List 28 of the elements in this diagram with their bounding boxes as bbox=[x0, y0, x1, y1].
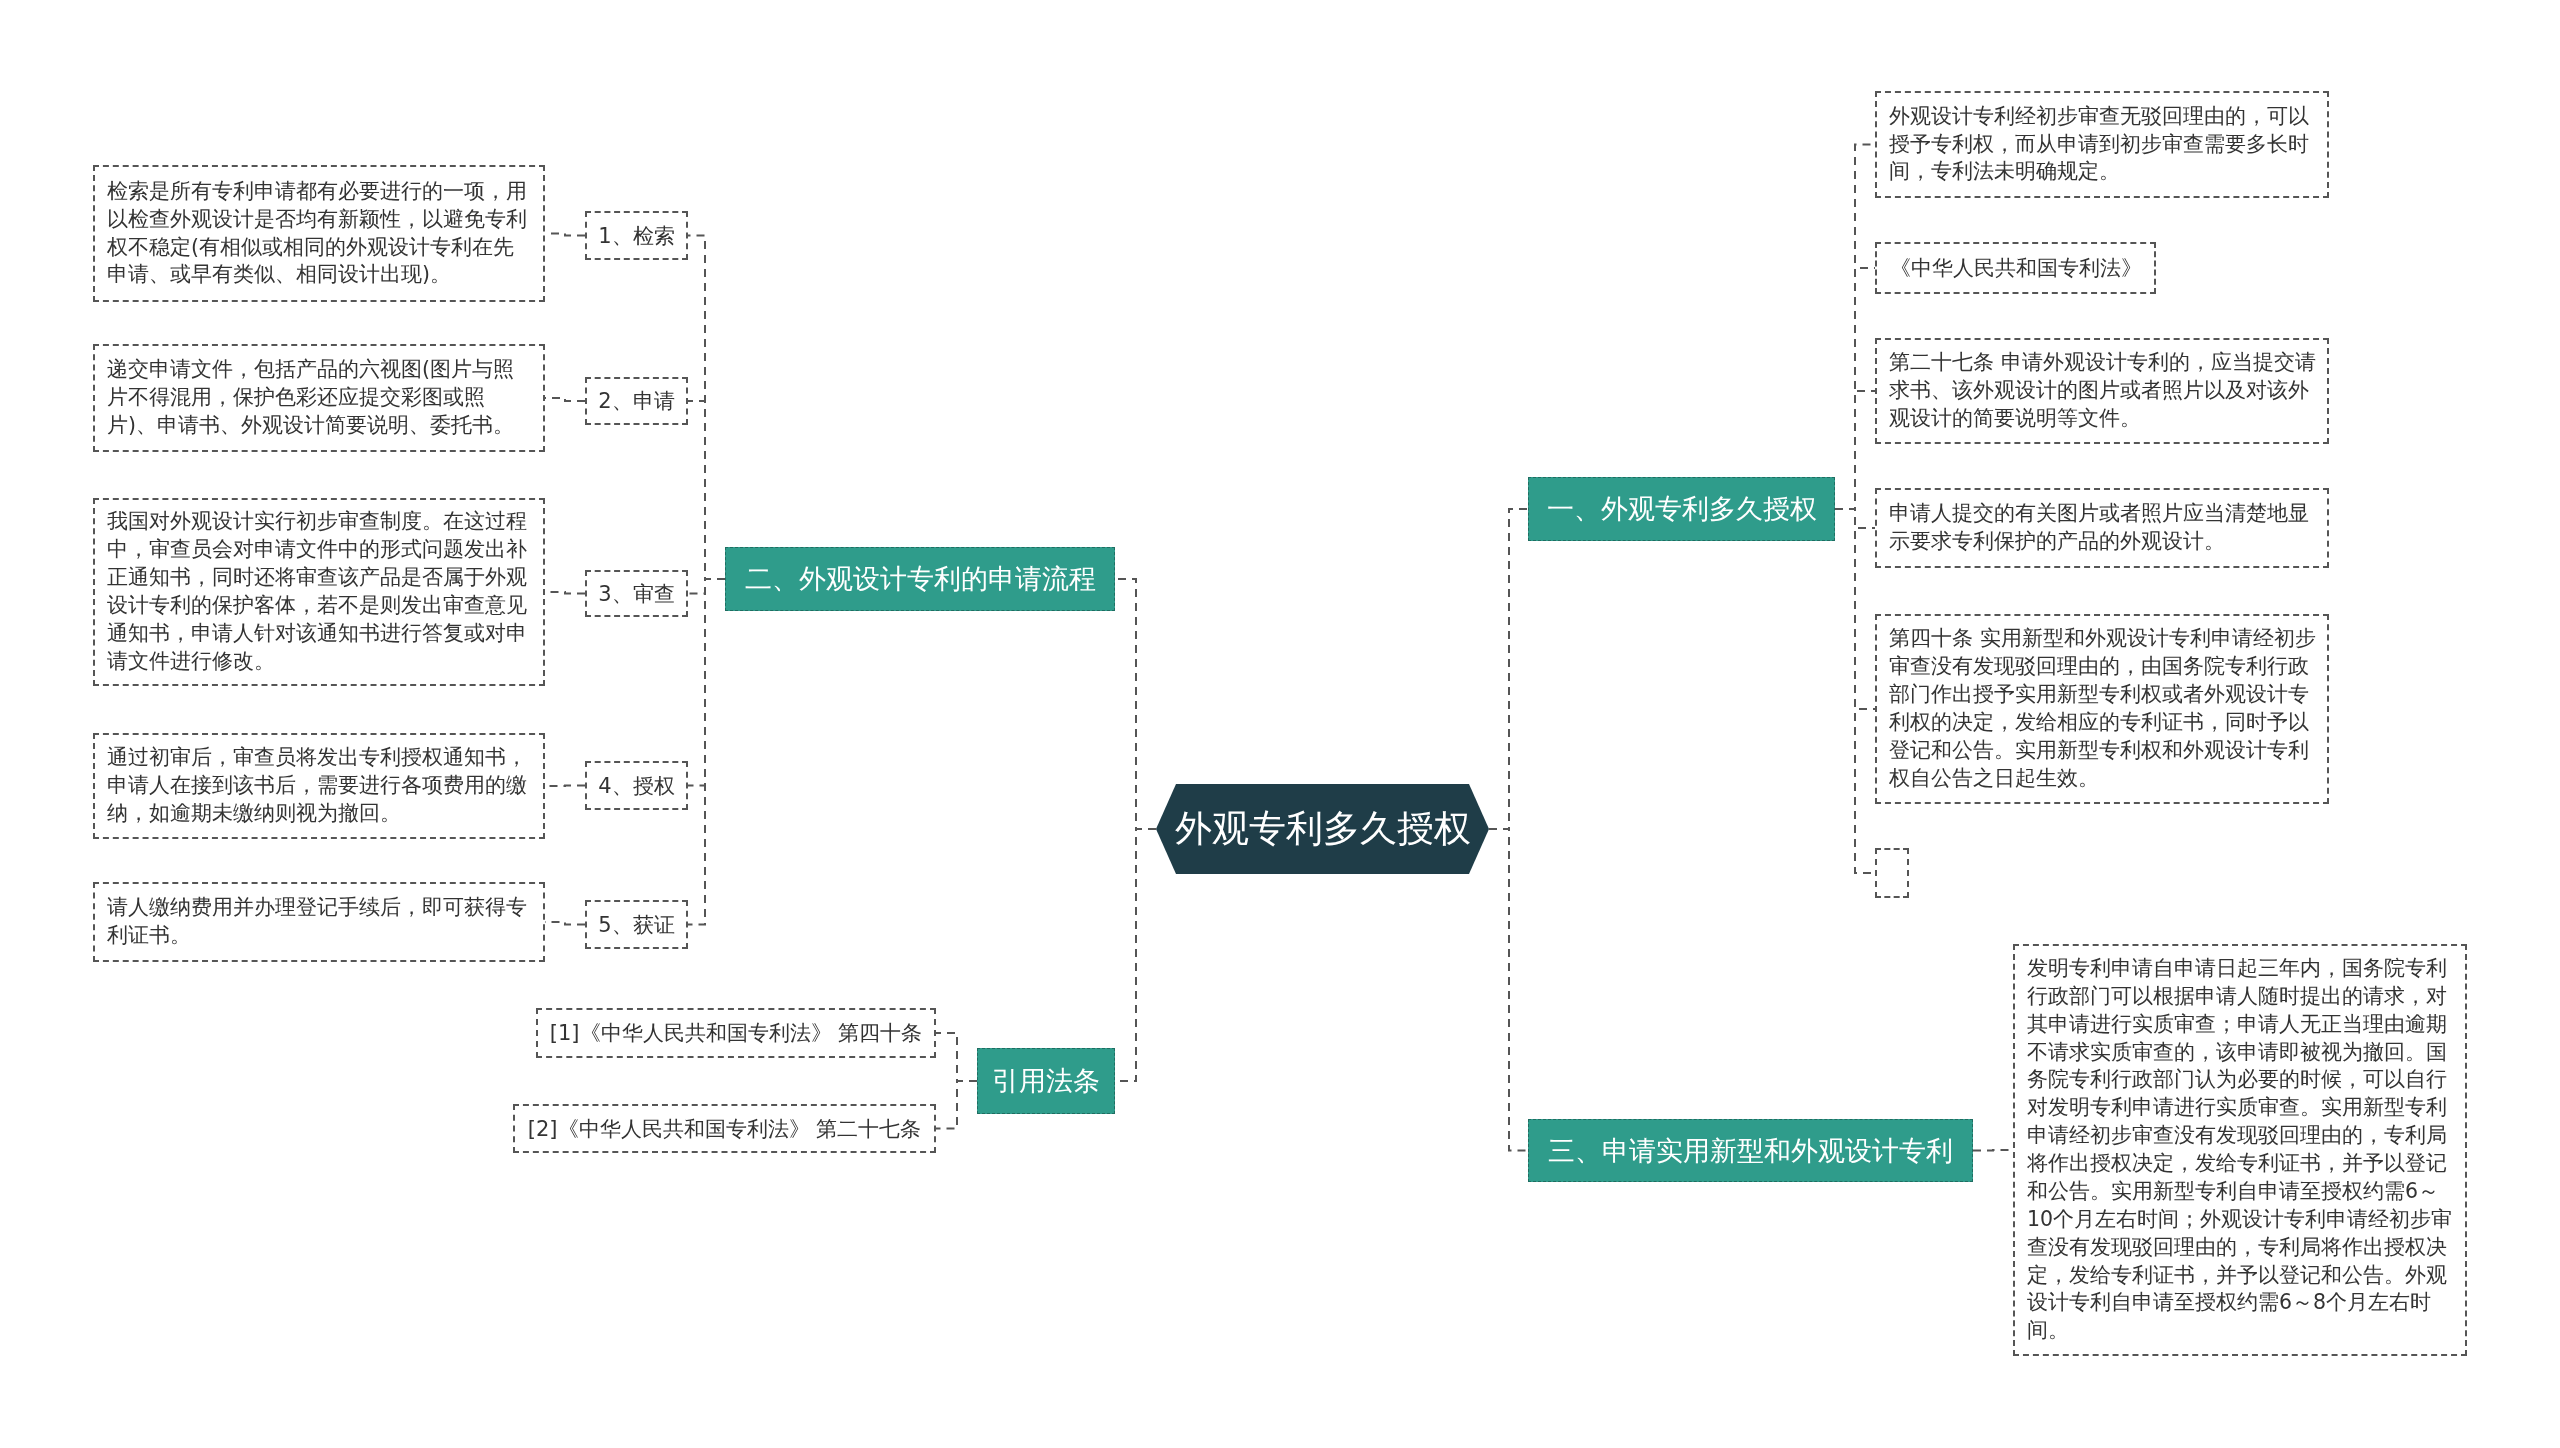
text-box: 第四十条 实用新型和外观设计专利申请经初步审查没有发现驳回理由的，由国务院专利行政部门作出授予实用新型专利权或者外观设计专利权的决定，发给相应的专利证书，同时予以登记和公告。实用新型专利权和外观设计专利权自公告之日起生效。 bbox=[1875, 614, 2329, 804]
text-box: 请人缴纳费用并办理登记手续后，即可获得专利证书。 bbox=[93, 882, 545, 962]
text-box: 外观设计专利经初步审查无驳回理由的，可以授予专利权，而从申请到初步审查需要多长时间，专利法未明确规定。 bbox=[1875, 91, 2329, 198]
text-box: 通过初审后，审查员将发出专利授权通知书，申请人在接到该书后，需要进行各项费用的缴纳，如逾期未缴纳则视为撤回。 bbox=[93, 733, 545, 839]
connector-line bbox=[544, 921, 586, 926]
subtopic-box: [1]《中华人民共和国专利法》 第四十条 bbox=[536, 1008, 936, 1058]
topic-box: 二、外观设计专利的申请流程 bbox=[725, 547, 1115, 611]
text-box: 递交申请文件，包括产品的六视图(图片与照片不得混用，保护色彩还应提交彩图或照片)、申请书、外观设计简要说明、委托书。 bbox=[93, 344, 545, 452]
subtopic-box: [2]《中华人民共和国专利法》 第二十七条 bbox=[513, 1104, 936, 1153]
subtopic-box: 4、授权 bbox=[585, 761, 688, 810]
subtopic-box: 1、检索 bbox=[585, 211, 688, 260]
connector-line bbox=[935, 1080, 978, 1130]
topic-box: 三、申请实用新型和外观设计专利 bbox=[1528, 1119, 1973, 1182]
empty-box bbox=[1875, 848, 1909, 898]
connector-line bbox=[1488, 828, 1529, 1152]
topic-box: 一、外观专利多久授权 bbox=[1528, 477, 1835, 541]
text-box: 第二十七条 申请外观设计专利的，应当提交请求书、该外观设计的图片或者照片以及对该外观设计的简要说明等文件。 bbox=[1875, 338, 2329, 444]
subtopic-box: 《中华人民共和国专利法》 bbox=[1875, 242, 2156, 294]
text-box: 申请人提交的有关图片或者照片应当清楚地显示要求专利保护的产品的外观设计。 bbox=[1875, 488, 2329, 568]
connector-line bbox=[544, 397, 586, 402]
central-topic-hexagon: 外观专利多久授权 bbox=[1156, 784, 1489, 874]
text-box: 我国对外观设计实行初步审查制度。在这过程中，审查员会对申请文件中的形式问题发出补正通知书，同时还将审查该产品是否属于外观设计专利的保护客体，若不是则发出审查意见通知书，申请人针对该通知书进行答复或对申请文件进行修改。 bbox=[93, 498, 545, 686]
text-box: 发明专利申请自申请日起三年内，国务院专利行政部门可以根据申请人随时提出的请求，对其申请进行实质审查；申请人无正当理由逾期不请求实质审查的，该申请即被视为撤回。国务院专利行政部门认为必要的时候，可以自行对发明专利申请进行实质审查。实用新型专利申请经初步审查没有发现驳回理由的，专利局将作出授权决定，发给专利证书，并予以登记和公告。实用新型专利自申请至授权约需6～10个月左右时间；外观设计专利申请经初步审查没有发现驳回理由的，专利局将作出授权决定，发给专利证书，并予以登记和公告。外观设计专利自申请至授权约需6～8个月左右时间。 bbox=[2013, 944, 2467, 1356]
subtopic-box: 5、获证 bbox=[585, 900, 688, 949]
topic-box: 引用法条 bbox=[977, 1048, 1115, 1114]
subtopic-box: 2、申请 bbox=[585, 377, 688, 425]
subtopic-box: 3、审查 bbox=[585, 570, 688, 617]
text-box: 检索是所有专利申请都有必要进行的一项，用以检查外观设计是否均有新颖性，以避免专利权不稳定(有相似或相同的外观设计专利在先申请、或早有类似、相同设计出现)。 bbox=[93, 165, 545, 302]
